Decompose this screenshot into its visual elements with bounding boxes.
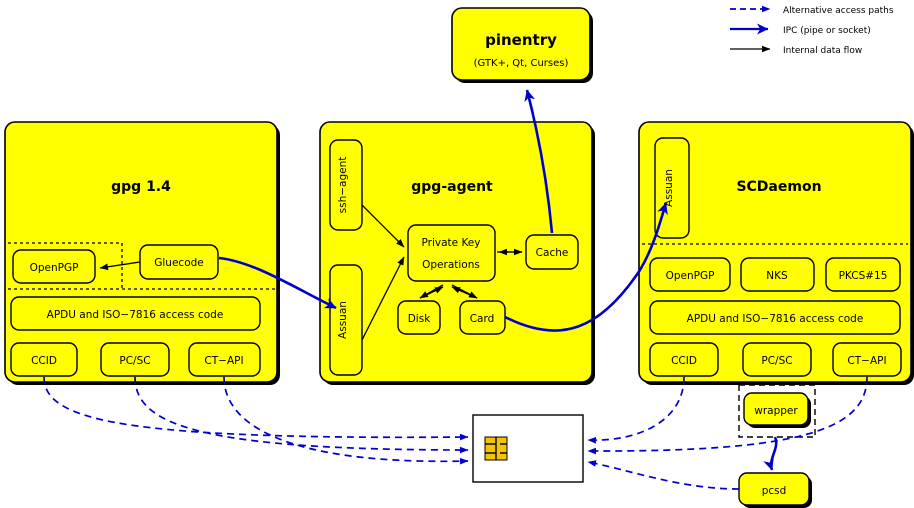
gpg-driver-ccid-label: CCID	[31, 355, 57, 367]
pcscd-label: pcsd	[762, 485, 787, 497]
scdaemon-app-nks-label: NKS	[766, 270, 788, 282]
pinentry-title: pinentry	[485, 31, 557, 49]
gpg-agent-cache-label: Cache	[536, 247, 569, 259]
alt-gpg-ctapi-to-card	[223, 376, 469, 465]
scdaemon-apdu-label: APDU and ISO−7816 access code	[687, 313, 864, 325]
alt-gpg-pcsc-to-card	[134, 376, 469, 454]
ipc-cache-to-pinentry	[524, 89, 554, 234]
dotted-dividers	[8, 242, 908, 290]
gpg-title: gpg 1.4	[111, 179, 171, 195]
private-key-operations-line2: Operations	[422, 259, 480, 271]
gpg-gluecode-label: Gluecode	[154, 257, 204, 269]
gpg-agent-disk-label: Disk	[408, 313, 431, 325]
legend-label-ipc: IPC (pipe or socket)	[783, 26, 871, 36]
gpg-apdu-label: APDU and ISO−7816 access code	[47, 309, 224, 321]
bottom-elements	[472, 384, 816, 508]
legend-item-alt-paths: Alternative access paths	[730, 5, 894, 16]
gpg-driver-pcsc-label: PC/SC	[119, 355, 150, 367]
legend: Alternative access paths IPC (pipe or so…	[730, 5, 894, 56]
wrapper-label: wrapper	[754, 405, 798, 417]
smartcard-chip-icon	[484, 436, 508, 461]
gpg-agent-card-label: Card	[470, 313, 495, 325]
scdaemon-app-pkcs15-label: PKCS#15	[839, 270, 888, 282]
scdaemon-driver-ctapi-label: CT−API	[847, 355, 886, 367]
smartcard-body	[472, 414, 584, 483]
arrow-disk-to-pko	[419, 286, 444, 299]
private-key-operations-line1: Private Key	[422, 237, 481, 249]
legend-label-internal: Internal data flow	[783, 46, 862, 56]
gpg-agent-inner-boxes	[329, 139, 579, 376]
gpg-openpgp-label: OpenPGP	[30, 262, 79, 274]
alt-pcscd-to-card	[587, 460, 740, 490]
gpg-agent-assuan-label: Assuan	[337, 301, 349, 339]
alternative-access-paths	[43, 376, 868, 490]
ipc-arrows	[218, 89, 778, 471]
pinentry-subtitle: (GTK+, Qt, Curses)	[474, 58, 569, 69]
arrow-gluecode-to-openpgp	[99, 261, 141, 271]
ipc-card-to-scdaemon-assuan	[504, 202, 668, 332]
scdaemon-driver-ccid-label: CCID	[671, 355, 697, 367]
wrapper-box	[743, 392, 809, 426]
legend-item-ipc: IPC (pipe or socket)	[730, 23, 871, 36]
legend-item-internal: Internal data flow	[730, 45, 862, 56]
text-labels: pinentry (GTK+, Qt, Curses) gpg 1.4 Open…	[30, 31, 888, 497]
alt-scd-ctapi-to-card	[587, 376, 868, 455]
scdaemon-title: SCDaemon	[736, 179, 821, 195]
legend-label-alt-path: Alternative access paths	[783, 6, 894, 16]
ipc-gluecode-to-agent-assuan	[218, 256, 337, 310]
alt-gpg-ccid-to-card	[43, 376, 469, 441]
gpg-dotted-region	[8, 242, 277, 290]
scdaemon-driver-pcsc-label: PC/SC	[761, 355, 792, 367]
arrow-card-to-pko	[451, 286, 478, 299]
scdaemon-app-openpgp-label: OpenPGP	[666, 270, 715, 282]
scdaemon-assuan-label: Assuan	[663, 169, 675, 207]
gpg-driver-ctapi-label: CT−API	[204, 355, 243, 367]
alt-scd-ccid-to-card	[587, 376, 685, 444]
wrapper-dashed-region	[738, 384, 816, 438]
pinentry-box	[451, 7, 591, 81]
gpg-inner-boxes	[10, 244, 261, 377]
gpg-agent-ssh-agent-label: ssh−agent	[337, 157, 349, 214]
arrow-assuan-to-pko	[361, 256, 405, 341]
arrow-sshagent-to-pko	[361, 204, 405, 248]
scdaemon-inner-boxes	[649, 137, 902, 377]
internal-data-flow-arrows	[99, 204, 523, 341]
gpg-agent-title: gpg-agent	[411, 179, 493, 195]
ipc-wrapper-to-pcscd	[763, 436, 778, 471]
